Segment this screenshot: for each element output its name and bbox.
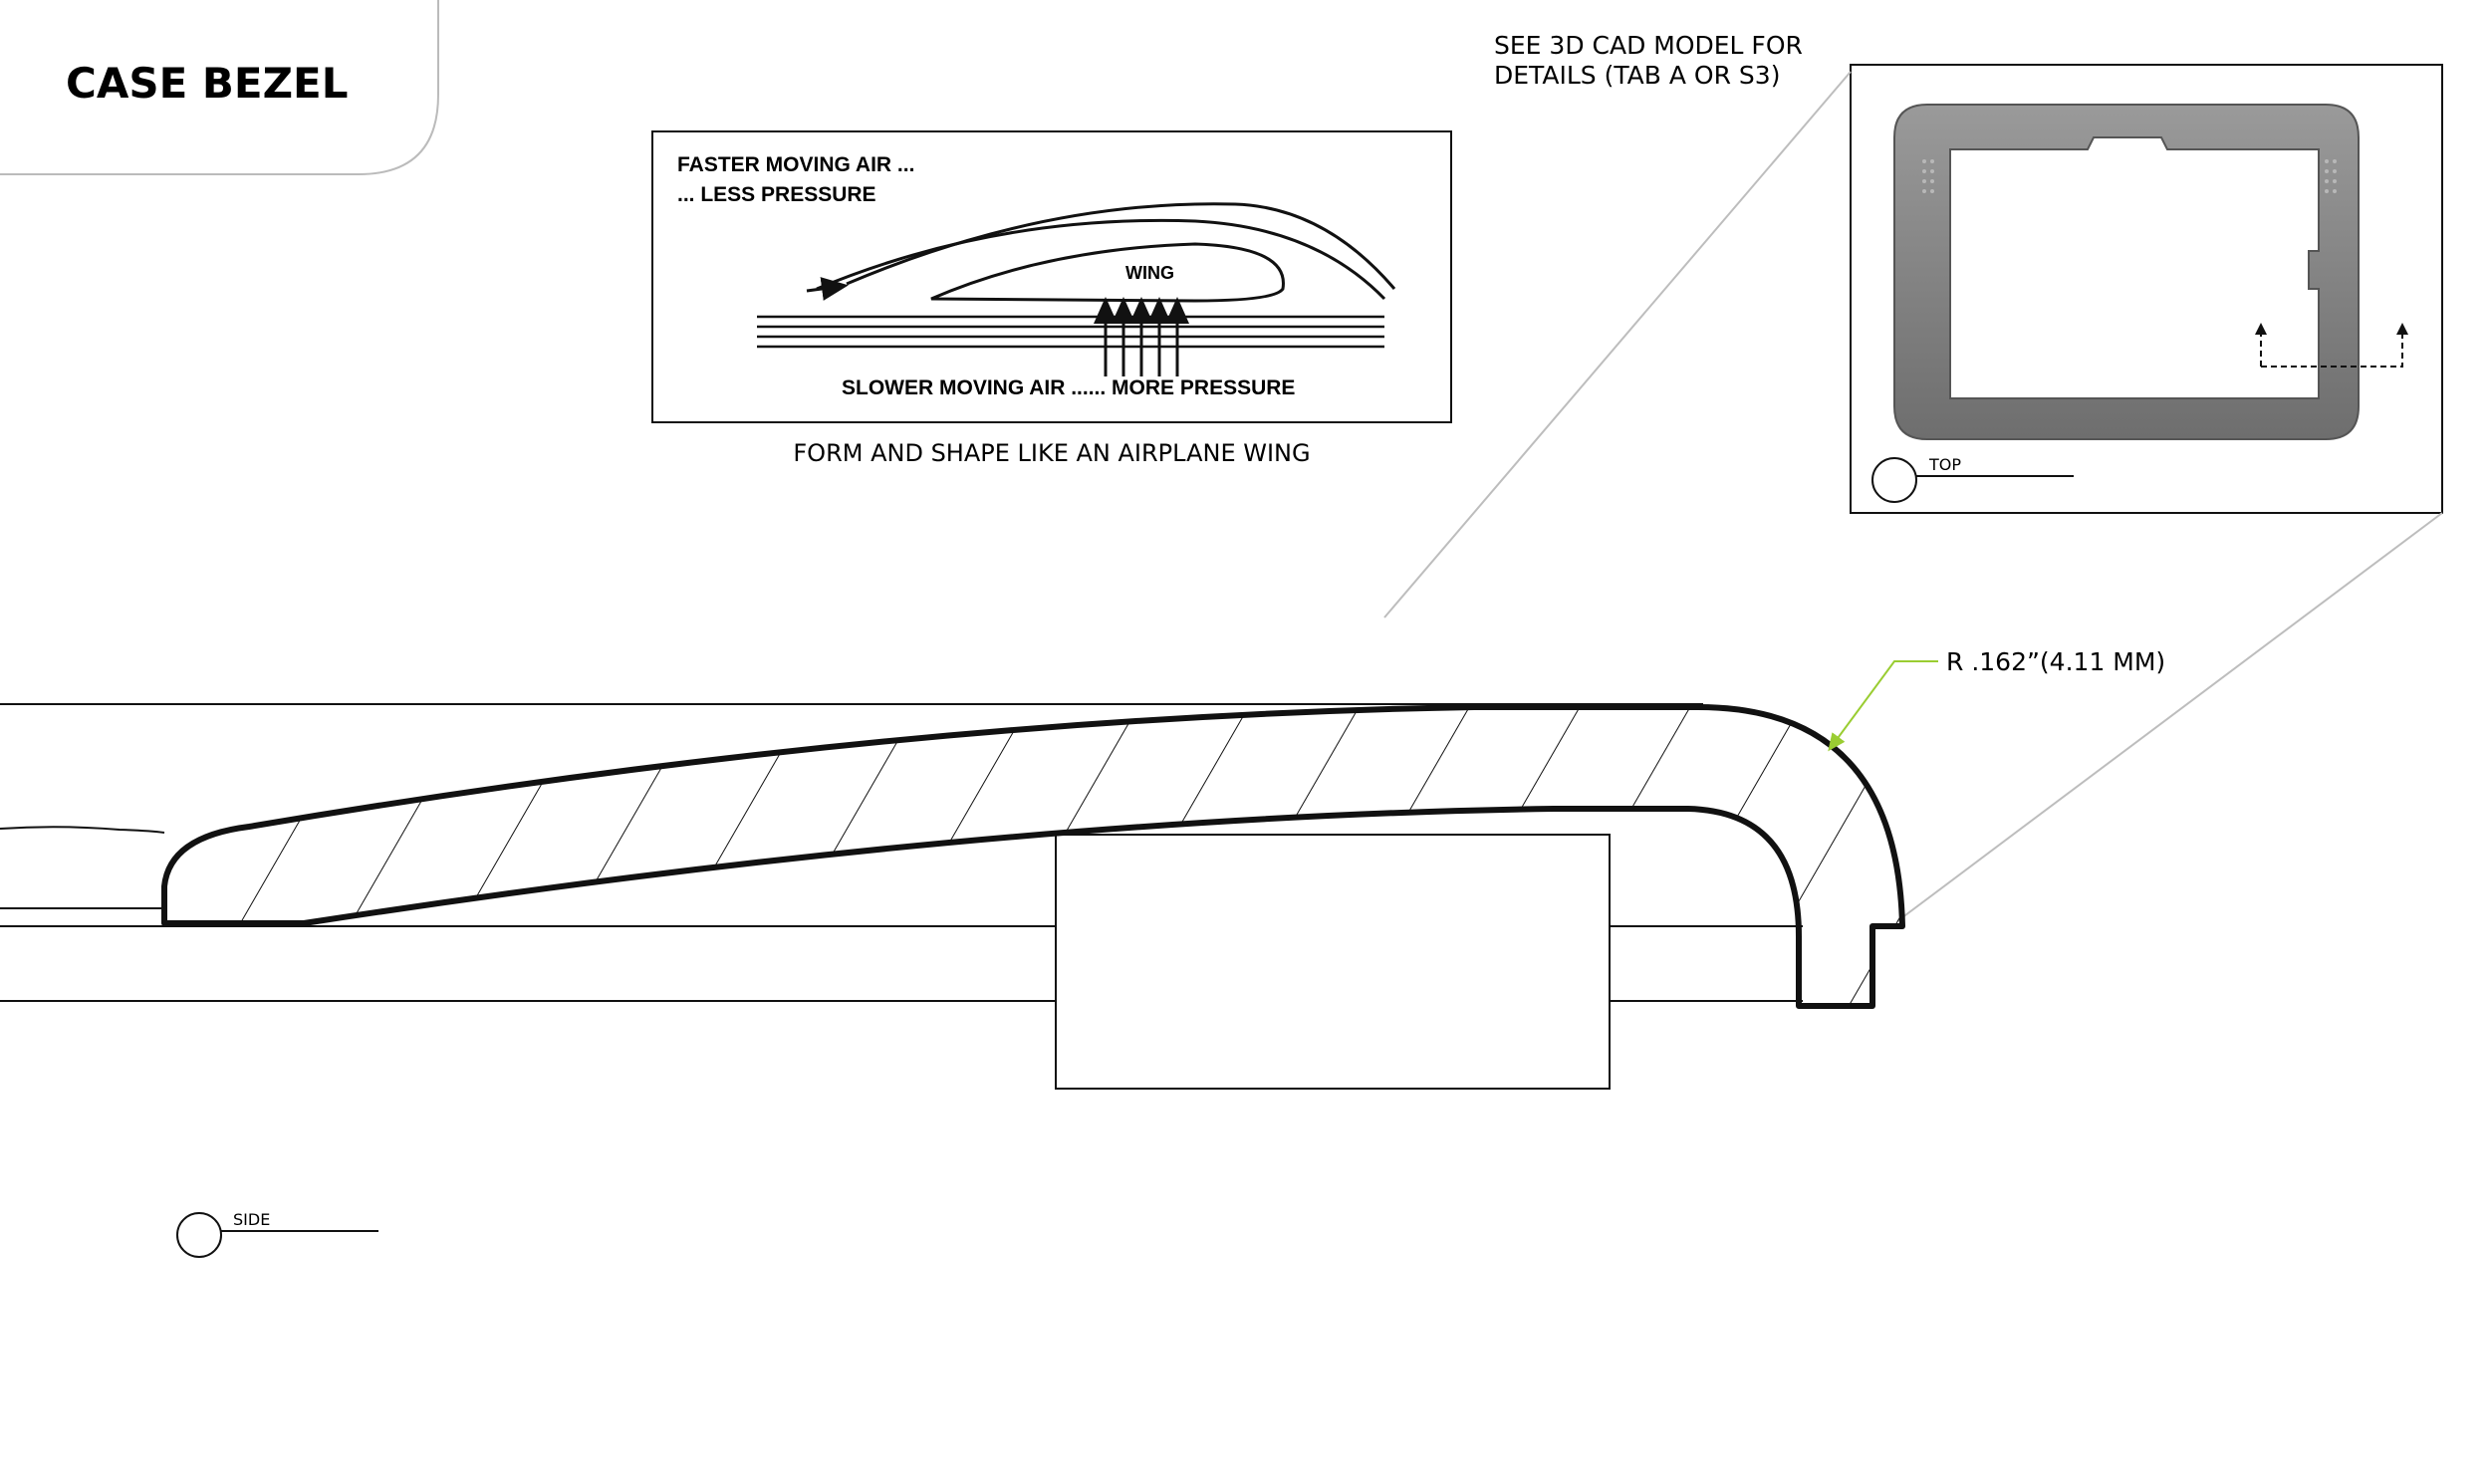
side-view-label: SIDE	[233, 1210, 270, 1229]
wing-slower-air-label: SLOWER MOVING AIR ...... MORE PRESSURE	[842, 376, 1295, 399]
side-view-marker-circle	[176, 1212, 222, 1258]
radius-leader-line	[1828, 660, 1938, 752]
top-view-label: TOP	[1928, 455, 1961, 474]
bezel-top-view	[1893, 104, 2360, 440]
wing-faster-air-label: FASTER MOVING AIR ...	[677, 153, 914, 176]
cad-note-line1: SEE 3D CAD MODEL FOR	[1494, 31, 1803, 60]
bezel-cross-section	[161, 704, 1905, 1009]
top-view-marker-circle	[1871, 457, 1917, 503]
wing-inset-caption: FORM AND SHAPE LIKE AN AIRPLANE WING	[793, 439, 1310, 467]
sheet-title: CASE BEZEL	[66, 59, 349, 108]
wing-less-pressure-label: ... LESS PRESSURE	[677, 183, 876, 206]
wing-inset: FASTER MOVING AIR ... ... LESS PRESSURE …	[651, 130, 1452, 467]
wing-label: WING	[1125, 263, 1174, 283]
internal-component-block	[1055, 834, 1611, 1090]
cad-note-line2: DETAILS (TAB A OR S3)	[1494, 61, 1780, 90]
title-block: CASE BEZEL	[0, 0, 439, 175]
wing-airfoil-shape	[930, 242, 1285, 303]
top-view-inset: TOP	[1383, 64, 2443, 922]
side-view: R .162”(4.11 MM) SIDE	[0, 647, 2165, 1258]
radius-callout: R .162”(4.11 MM)	[1946, 647, 2165, 676]
section-cut-line	[2260, 329, 2403, 368]
